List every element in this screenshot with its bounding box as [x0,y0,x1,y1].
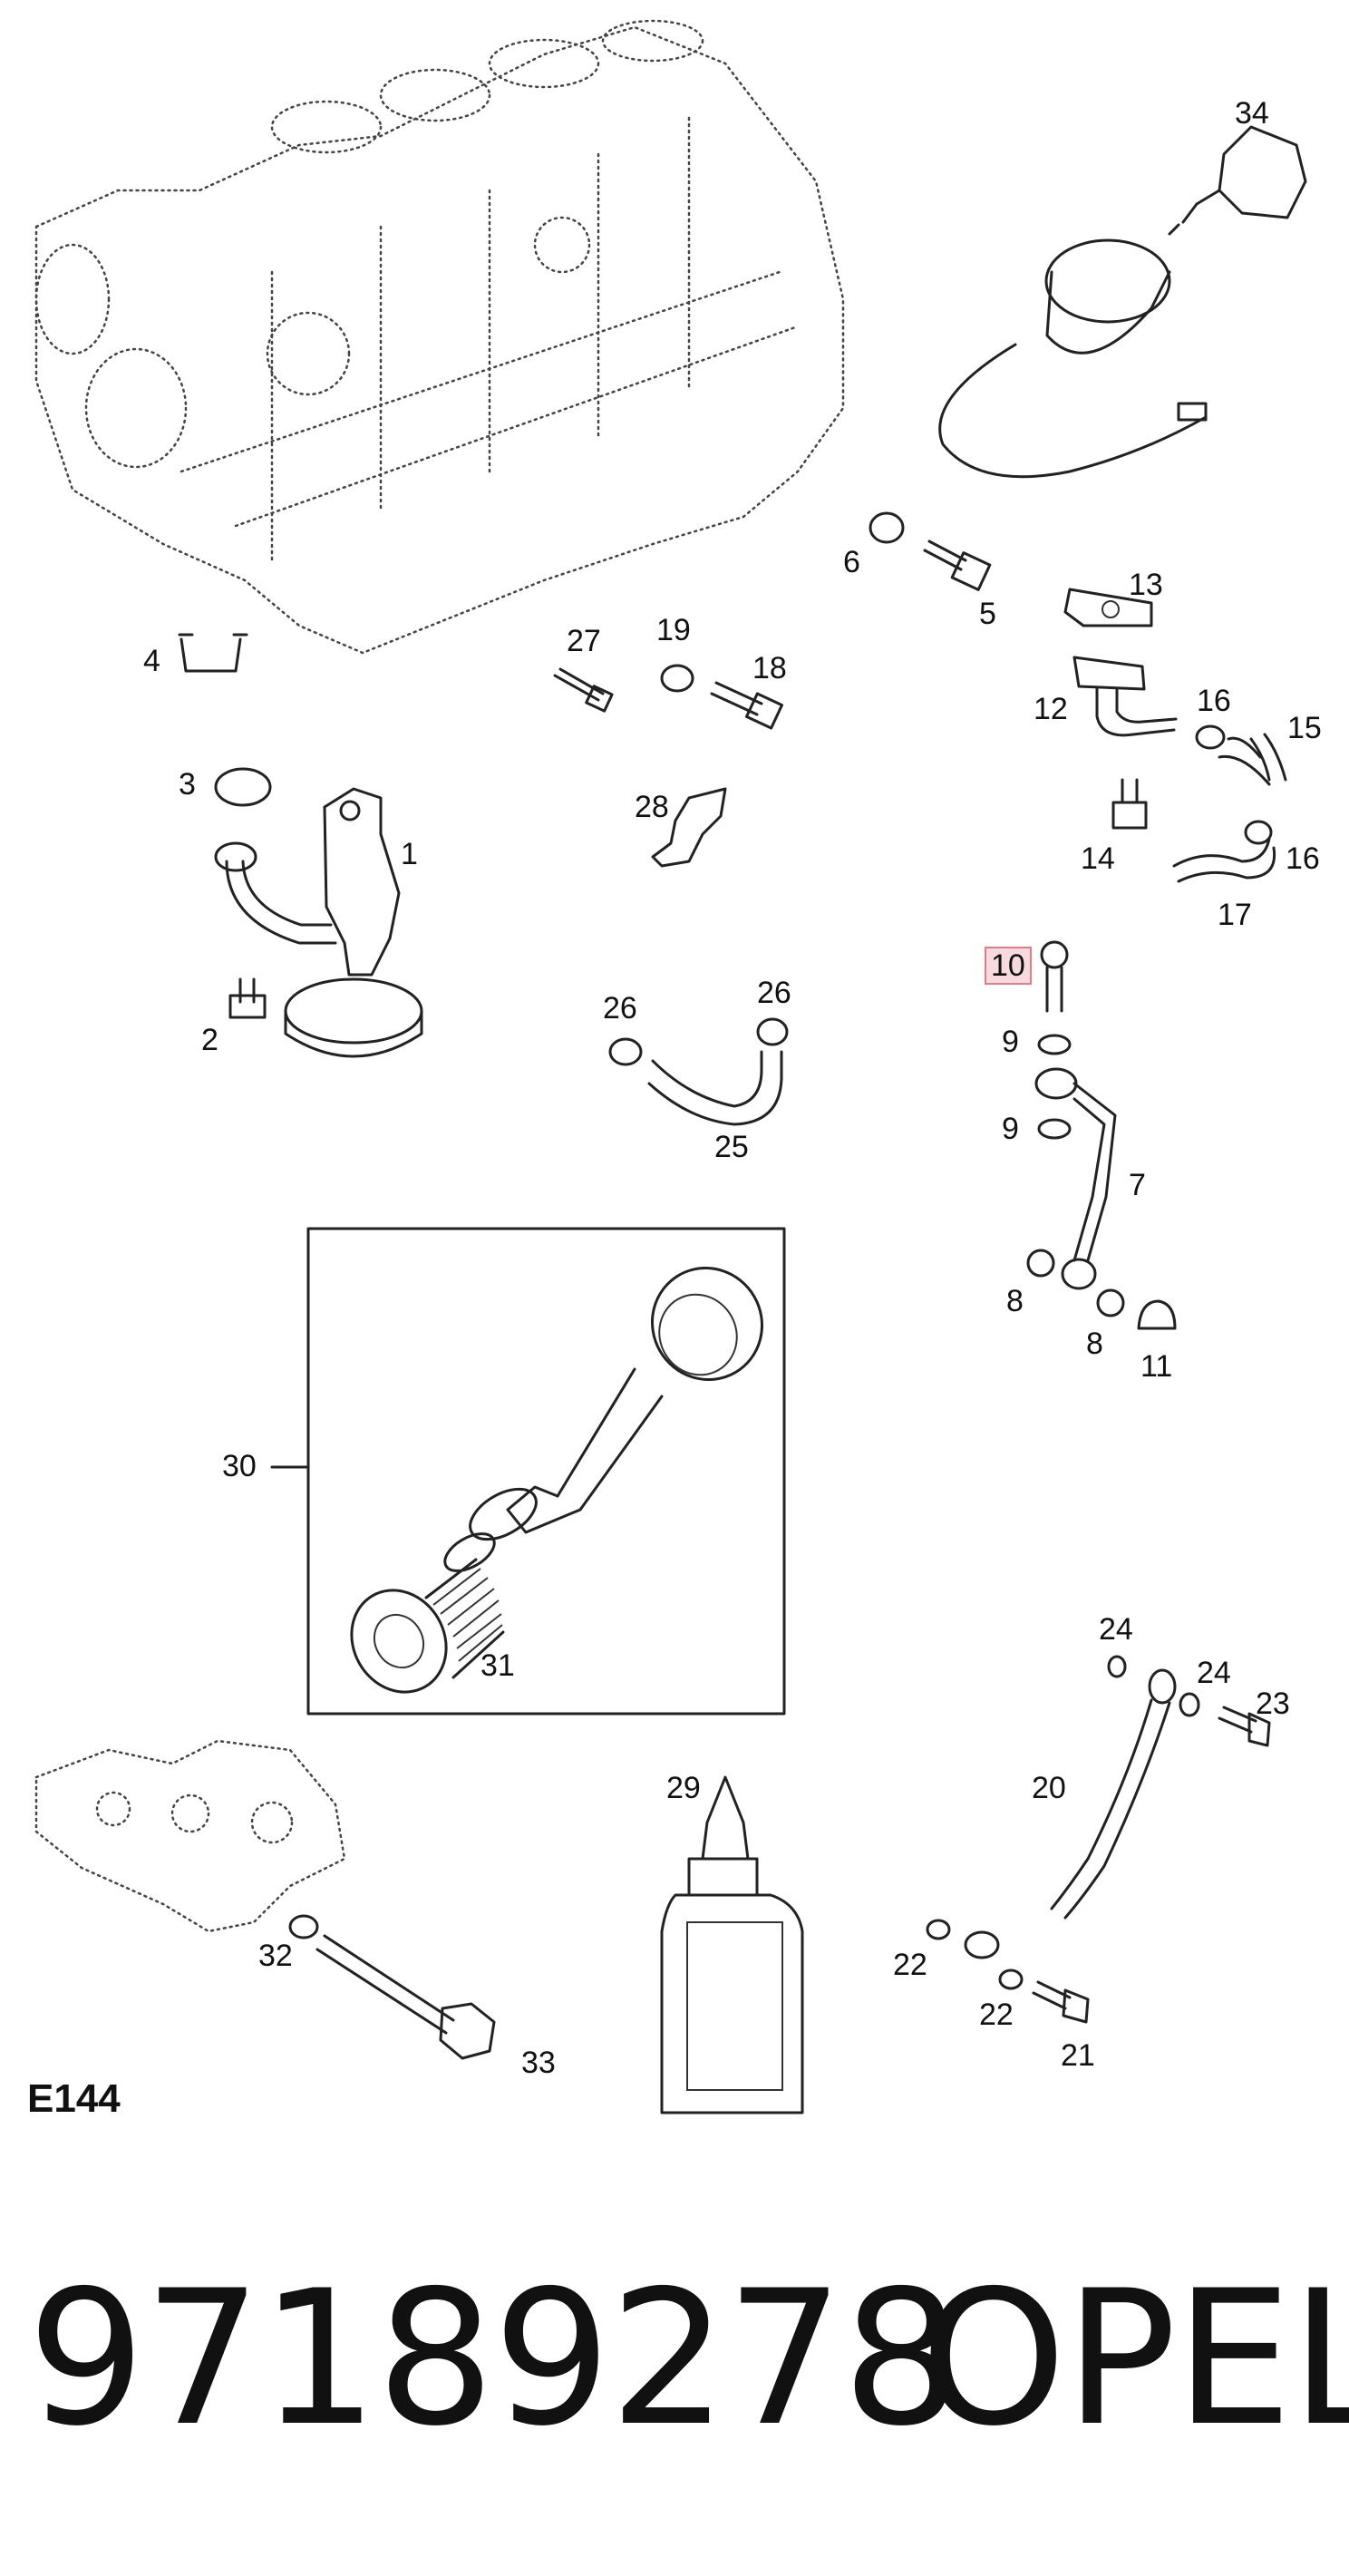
brand-name: OPEL [920,2251,1349,2467]
part-23-bolt-drawing [1218,1706,1271,1747]
callout-20: 20 [1032,1771,1066,1805]
callout-31: 31 [480,1648,515,1683]
part-26-clamp-right-drawing [756,1017,789,1046]
part-10-bolt-drawing [1040,940,1069,1013]
part-27-bolt-drawing [553,667,614,713]
callout-23: 23 [1256,1687,1290,1721]
part-4-clip-drawing [178,633,248,673]
callout-10: 10 [985,947,1032,985]
part-25-hose-drawing [647,1050,783,1126]
callout-8-left: 8 [1006,1284,1024,1318]
part-18-fitting-drawing [710,681,784,730]
callout-8-right: 8 [1086,1327,1103,1361]
callout-18: 18 [752,651,787,685]
callout-24-right: 24 [1197,1656,1231,1690]
part-34-sensor-drawing [938,125,1307,479]
callout-12: 12 [1034,692,1068,726]
callout-30: 30 [222,1449,257,1483]
callout-24-left: 24 [1099,1612,1133,1647]
part-29-sealant-bottle-drawing [660,1775,804,2114]
callout-27: 27 [567,624,601,658]
callout-26-left: 26 [603,991,637,1026]
part-17-hose-drawing [1172,837,1276,883]
callout-13: 13 [1129,568,1163,602]
part-6-washer-drawing [869,511,905,544]
part-2-bolt-drawing [228,977,267,1019]
engine-block-drawing [34,19,845,655]
part-8-washer-right-drawing [1096,1288,1125,1317]
part-12-pipe-drawing [1072,656,1178,737]
part-26-clamp-left-drawing [608,1037,643,1066]
callout-5: 5 [979,597,996,631]
callout-29: 29 [666,1771,701,1805]
callout-17: 17 [1218,898,1252,932]
callout-33: 33 [521,2046,556,2080]
callout-3: 3 [179,767,196,802]
callout-9-upper: 9 [1002,1025,1019,1059]
callout-15: 15 [1287,711,1322,745]
callout-9-lower: 9 [1002,1112,1019,1146]
callout-26-right: 26 [757,976,791,1010]
callout-11: 11 [1140,1349,1173,1384]
part-24-washer-left-drawing [1107,1655,1127,1678]
callout-14: 14 [1081,841,1115,876]
part-9-washer-lower-drawing [1037,1118,1072,1140]
callout-28: 28 [635,790,669,824]
part-7-pipe-drawing [1034,1067,1117,1290]
callout-16-upper: 16 [1197,684,1231,718]
callout-16-lower: 16 [1286,841,1320,876]
part-5-bolt-drawing [923,540,992,591]
part-19-washer-drawing [660,664,694,693]
callout-25: 25 [714,1130,749,1164]
part-15-hose-drawing [1218,733,1287,786]
part-1-pickup-drawing [214,787,423,1058]
callout-21: 21 [1061,2038,1095,2073]
part-13-gasket-drawing [1063,588,1153,627]
part-16-clamp-lower-drawing [1244,820,1273,845]
part-3-seal-drawing [214,767,272,807]
callout-1: 1 [401,837,418,871]
part-33-bolt-drawing [315,1934,496,2060]
callout-34: 34 [1235,96,1269,131]
part-31-filter-element-drawing [350,1558,505,1694]
part-9-washer-upper-drawing [1037,1034,1072,1055]
callout-32: 32 [258,1939,293,1973]
callout-6: 6 [843,545,860,579]
part-32-housing-drawing [34,1739,346,1939]
callout-7: 7 [1129,1168,1146,1202]
part-21-bolt-drawing [1032,1980,1090,2024]
diagram-code: E144 [27,2076,121,2121]
callout-22-upper: 22 [893,1948,927,1982]
part-14-bolt-drawing [1111,778,1148,830]
part-22-washer-upper-drawing [926,1919,951,1940]
part-16-clamp-upper-drawing [1195,724,1226,750]
callout-22-lower: 22 [979,1998,1014,2032]
part-28-bracket-drawing [651,787,727,868]
part-22-washer-lower-drawing [998,1968,1024,1990]
callout-2: 2 [201,1023,218,1057]
part-24-washer-right-drawing [1179,1692,1200,1717]
callout-19: 19 [656,613,691,647]
callout-4: 4 [143,644,160,678]
part-20-pipe-drawing [964,1668,1177,1959]
part-11-cap-drawing [1137,1299,1177,1330]
filter-kit-box [306,1227,786,1716]
part-number: 97189278 [27,2251,960,2467]
part-30-filter-housing-drawing [443,1266,764,1572]
part-8-washer-left-drawing [1026,1249,1055,1278]
